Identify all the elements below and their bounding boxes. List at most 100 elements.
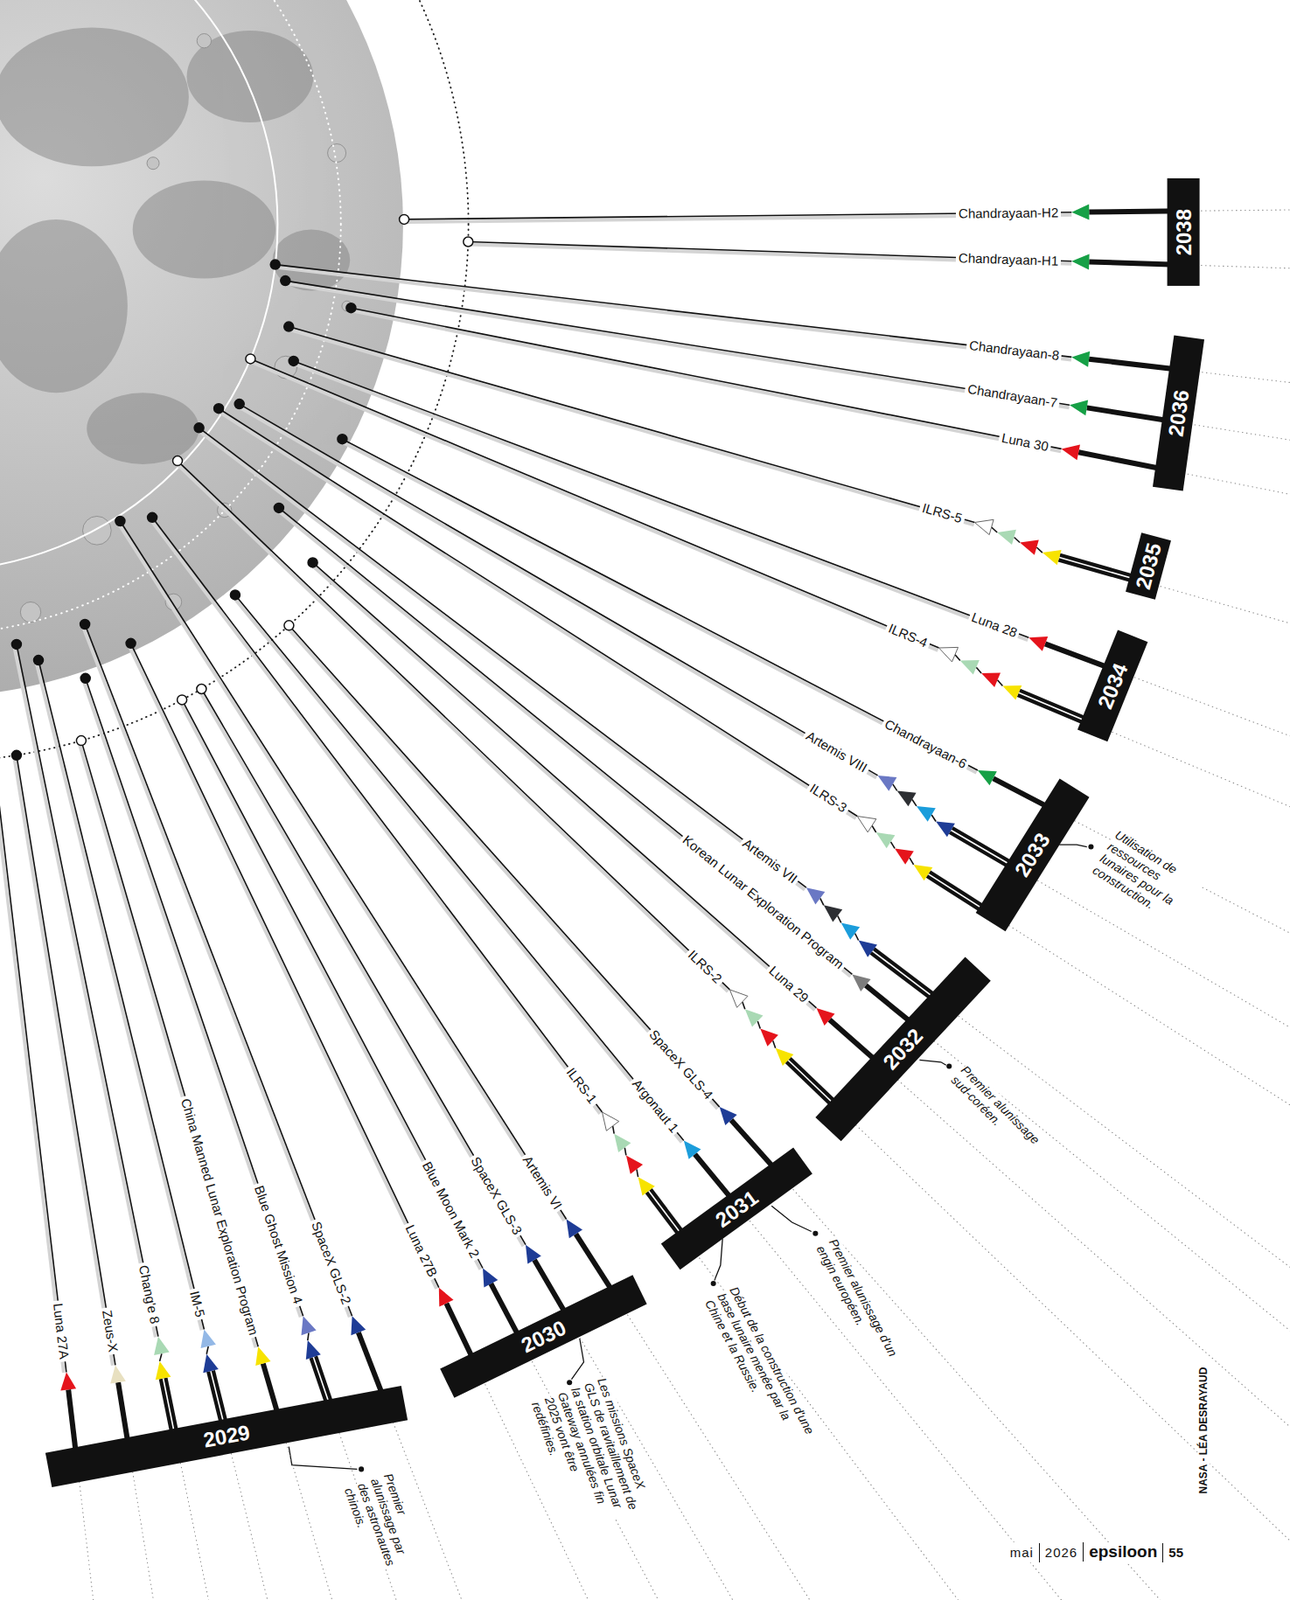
agency-arrow bbox=[60, 1373, 77, 1392]
mission-line bbox=[976, 667, 982, 674]
crater bbox=[146, 157, 160, 170]
landing-dot bbox=[177, 695, 188, 705]
mission-label: Luna 30 bbox=[997, 429, 1053, 454]
mission-line bbox=[837, 915, 842, 923]
agency-arrows bbox=[60, 204, 1090, 1392]
mission-label: SpaceX GLS-4 bbox=[645, 1025, 719, 1104]
agency-arrow bbox=[977, 770, 998, 786]
agency-arrow bbox=[110, 1365, 126, 1384]
radial-dotted-line bbox=[1059, 813, 1290, 1600]
landing-dot bbox=[270, 259, 280, 270]
agency-arrow bbox=[301, 1316, 317, 1336]
year-bar: 2035 bbox=[1125, 532, 1172, 600]
line-shadow bbox=[233, 596, 683, 1143]
mission-line bbox=[16, 755, 116, 1367]
agency-arrow bbox=[155, 1361, 172, 1381]
moon-layer bbox=[0, 0, 1094, 1472]
year-text: 2031 bbox=[711, 1185, 764, 1234]
leader-dot bbox=[812, 1231, 818, 1237]
agency-arrow bbox=[960, 660, 980, 676]
mission-label: ILRS-5 bbox=[918, 499, 967, 527]
mission-label: ILRS-1 bbox=[561, 1062, 601, 1109]
radial-dotted-line bbox=[76, 1464, 303, 1600]
radial-dotted-line bbox=[1177, 422, 1290, 725]
radial-dotted-line bbox=[334, 1417, 956, 1600]
agency-arrow bbox=[841, 922, 860, 940]
footer-text: mai bbox=[1004, 1543, 1039, 1563]
mission-label: Chang'e 8 bbox=[135, 1262, 163, 1329]
landing-dot bbox=[11, 639, 21, 649]
year-text: 2034 bbox=[1092, 659, 1133, 712]
landing-dot bbox=[34, 655, 44, 666]
crater bbox=[327, 144, 347, 163]
agency-arrow bbox=[1061, 445, 1081, 461]
radial-dotted-lines bbox=[76, 190, 1290, 1600]
mission-line bbox=[275, 264, 1073, 358]
mission-line bbox=[235, 594, 684, 1141]
year-text: 2033 bbox=[1010, 829, 1056, 882]
mission-label: Artemis VIII bbox=[801, 726, 872, 777]
mission-line bbox=[773, 1040, 776, 1048]
line-shadow bbox=[13, 645, 156, 1339]
landing-dot bbox=[284, 321, 294, 332]
radial-dotted-line bbox=[944, 1005, 1290, 1600]
year-text: 2030 bbox=[517, 1315, 571, 1359]
year-bar: 2038 bbox=[1167, 179, 1200, 287]
agency-arrow bbox=[816, 1008, 836, 1026]
radial-dotted-line bbox=[618, 1300, 1290, 1600]
agency-arrow bbox=[1071, 253, 1089, 270]
leader-line bbox=[1059, 844, 1088, 847]
annotation-note: Premier alunissage sud-coréen. bbox=[948, 1063, 1062, 1177]
agency-arrow bbox=[1028, 636, 1048, 652]
mission-line bbox=[285, 280, 1070, 405]
landing-dot bbox=[280, 276, 291, 286]
mission-label: SpaceX GLS-2 bbox=[307, 1217, 356, 1310]
landing-dot bbox=[288, 355, 299, 366]
lunar-maria bbox=[0, 27, 350, 465]
mission-label: Chandrayaan-7 bbox=[963, 381, 1061, 412]
agency-arrow bbox=[626, 1155, 643, 1174]
agency-arrow bbox=[1069, 400, 1088, 417]
agency-arrow bbox=[745, 1009, 764, 1027]
landing-dot bbox=[284, 620, 294, 631]
agency-arrow bbox=[566, 1220, 583, 1240]
landing-dot bbox=[80, 673, 91, 684]
landing-dot bbox=[307, 557, 318, 568]
agency-arrow bbox=[878, 775, 898, 792]
radial-dotted-line bbox=[994, 916, 1290, 1600]
agency-arrow bbox=[858, 941, 878, 958]
line-shadow bbox=[217, 411, 857, 819]
agency-arrow bbox=[1002, 685, 1022, 701]
line-shadow bbox=[237, 406, 877, 779]
footer-text: 2026 bbox=[1038, 1543, 1083, 1563]
mare bbox=[132, 181, 276, 279]
agency-arrow bbox=[1042, 550, 1062, 565]
mission-line bbox=[206, 1346, 209, 1355]
annotation-note: Utilisation de ressources lunaires pour … bbox=[1090, 827, 1206, 928]
craters bbox=[20, 34, 352, 623]
crater bbox=[196, 34, 211, 49]
mission-label: Argonaut 1 bbox=[627, 1074, 684, 1138]
landing-dot bbox=[80, 620, 91, 630]
agency-arrow bbox=[913, 864, 934, 881]
radial-dotted-line bbox=[739, 1207, 1290, 1600]
year-text: 2036 bbox=[1163, 388, 1194, 439]
year-bar: 2029 bbox=[45, 1386, 408, 1488]
page-footer: mai2026epsiloon55 bbox=[1002, 1542, 1192, 1563]
agency-arrow bbox=[613, 1134, 631, 1153]
year-text: 2032 bbox=[878, 1024, 928, 1075]
mare bbox=[272, 230, 351, 292]
radial-dotted-line bbox=[885, 1068, 1290, 1600]
mission-line bbox=[613, 1126, 615, 1135]
agency-arrow bbox=[255, 1346, 271, 1367]
radial-dotted-line bbox=[781, 1177, 1290, 1600]
landing-dots bbox=[0, 214, 474, 761]
mission-line bbox=[307, 1332, 309, 1341]
mission-label: Luna 28 bbox=[967, 608, 1022, 642]
agency-arrow bbox=[482, 1269, 498, 1289]
landing-dot bbox=[76, 736, 86, 747]
year-bar: 2030 bbox=[440, 1275, 649, 1399]
line-shadow bbox=[285, 283, 1070, 408]
agency-arrow bbox=[775, 1048, 795, 1067]
